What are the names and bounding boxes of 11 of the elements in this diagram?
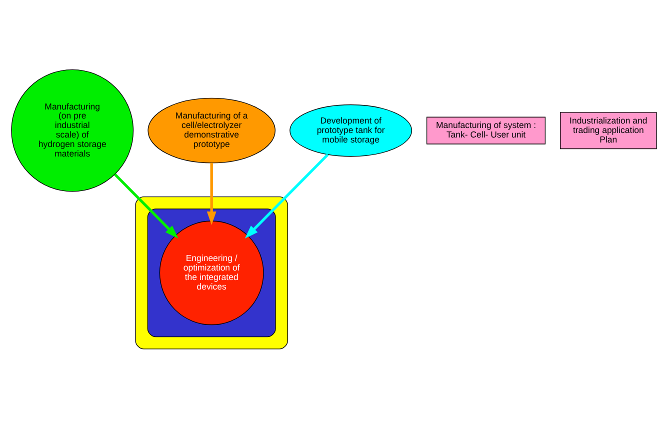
- node-ellipse: Development of prototype tank for mobile storage: [290, 104, 412, 157]
- node-circle: Manufacturing (on pre industrial scale) of hydrogen storage materials: [11, 69, 134, 192]
- cluster: [147, 208, 276, 338]
- arrow: [244, 154, 329, 239]
- node-box: Manufacturing of system : Tank- Cell- User unit: [426, 116, 546, 144]
- cluster: [135, 196, 288, 350]
- arrow: [114, 173, 178, 238]
- node-circle: Engineering / optimization of the integrated devices: [159, 220, 264, 326]
- node-box: Industrialization and trading application Plan: [560, 112, 657, 150]
- node-ellipse: Manufacturing of a cell/electrolyzer demonstrative prototype: [148, 98, 276, 164]
- arrow: [206, 163, 216, 225]
